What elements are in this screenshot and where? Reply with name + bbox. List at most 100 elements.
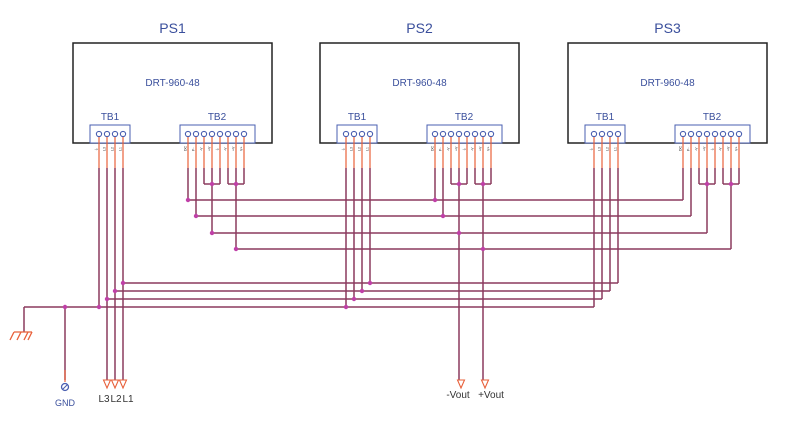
junction-dot — [480, 246, 486, 252]
junction-group — [62, 181, 734, 310]
junction-dot — [193, 213, 199, 219]
tb2-pin-label: -V — [447, 147, 451, 151]
gnd-label: GND — [55, 398, 76, 408]
tb1-pin-label: L2 — [111, 147, 115, 151]
tb1-pin-label: ⏚ — [341, 148, 346, 152]
tb1-label: TB1 — [348, 112, 367, 123]
tb2-pin-label: ⏚ — [710, 148, 715, 152]
power-supply-title: PS1 — [159, 20, 186, 36]
tb1-pin-0 — [95, 130, 103, 138]
tb2-pin-label: -V — [200, 147, 204, 151]
tb1-pin-label: L3 — [350, 147, 354, 151]
tb1-pin-3 — [614, 130, 622, 138]
tb2-pin-2 — [200, 130, 208, 138]
tb1-pin-2 — [111, 130, 119, 138]
junction-dot — [96, 304, 102, 310]
l1-label: L1 — [122, 394, 134, 405]
junction-dot — [704, 181, 710, 187]
tb2-pin-label: ⏚ — [215, 148, 220, 152]
l2-label: L2 — [110, 394, 122, 405]
tb2-pin-label: P- — [687, 147, 691, 151]
symbol-group — [9, 331, 490, 392]
tb1-pin-label: L2 — [606, 147, 610, 151]
tb2-pin-0 — [431, 130, 439, 138]
tb2-pin-6 — [479, 130, 487, 138]
tb1-pin-0 — [590, 130, 598, 138]
tb2-pin-5 — [719, 130, 727, 138]
junction-dot — [367, 280, 373, 286]
junction-dot — [440, 213, 446, 219]
gnd-terminal-slash — [62, 384, 68, 390]
tb1-pin-label: L1 — [366, 147, 370, 151]
junction-dot — [209, 181, 215, 187]
junction-dot — [62, 304, 68, 310]
junction-dot — [209, 230, 215, 236]
tb2-pin-label: V+ — [735, 147, 739, 151]
plus-vout-port-arrow-icon — [480, 379, 490, 390]
l1-port-arrow-icon — [118, 379, 128, 390]
junction-dot — [432, 197, 438, 203]
junction-dot — [185, 197, 191, 203]
tb2-pin-3 — [208, 130, 216, 138]
power-supply-title: PS3 — [654, 20, 681, 36]
tb2-pin-3 — [703, 130, 711, 138]
tb2-pin-4 — [463, 130, 471, 138]
tb1-pin-2 — [358, 130, 366, 138]
tb2-label: TB2 — [208, 112, 227, 123]
tb2-pin-6 — [727, 130, 735, 138]
junction-dot — [104, 296, 110, 302]
tb2-pin-label: +V — [455, 146, 459, 151]
junction-dot — [120, 280, 126, 286]
tb2-pin-label: DC — [184, 145, 188, 151]
tb2-pin-label: +V — [208, 146, 212, 151]
tb2-label: TB2 — [703, 112, 722, 123]
junction-dot — [728, 181, 734, 187]
tb1-pin-1 — [598, 130, 606, 138]
tb2-pin-label: P- — [439, 147, 443, 151]
plus-vout-label: +Vout — [478, 390, 504, 401]
tb1-pin-label: L3 — [103, 147, 107, 151]
junction-dot — [456, 181, 462, 187]
tb2-pin-2 — [447, 130, 455, 138]
chassis-ground-icon — [9, 331, 33, 341]
tb1-pin-3 — [366, 130, 374, 138]
tb1-pin-label: ⏚ — [94, 148, 99, 152]
tb2-pin-2 — [695, 130, 703, 138]
junction-dot — [233, 181, 239, 187]
minus-vout-label: -Vout — [446, 390, 470, 401]
tb2-pin-7 — [240, 130, 248, 138]
tb2-pin-label: ⏚ — [462, 148, 467, 152]
tb1-pin-1 — [103, 130, 111, 138]
tb2-pin-4 — [711, 130, 719, 138]
tb1-pin-0 — [342, 130, 350, 138]
tb2-pin-label: -V — [719, 147, 723, 151]
tb1-label: TB1 — [596, 112, 615, 123]
tb2-pin-label: -V — [695, 147, 699, 151]
wiring-group — [23, 137, 740, 382]
tb1-pin-label: L1 — [614, 147, 618, 151]
tb2-pin-1 — [687, 130, 695, 138]
tb1-pin-label: ⏚ — [589, 148, 594, 152]
tb1-pin-3 — [119, 130, 127, 138]
tb2-pin-label: V+ — [240, 147, 244, 151]
junction-dot — [343, 304, 349, 310]
tb2-pin-0 — [184, 130, 192, 138]
minus-vout-port-arrow-icon — [456, 379, 466, 390]
junction-dot — [359, 288, 365, 294]
power-supply-title: PS2 — [406, 20, 433, 36]
tb2-pin-label: +V — [727, 146, 731, 151]
junction-dot — [456, 230, 462, 236]
tb2-pin-label: -V — [224, 147, 228, 151]
tb2-pin-label: V+ — [487, 147, 491, 151]
tb2-pin-7 — [487, 130, 495, 138]
tb2-pin-1 — [439, 130, 447, 138]
tb1-pin-1 — [350, 130, 358, 138]
tb2-pin-label: DC — [679, 145, 683, 151]
tb1-pin-label: L1 — [119, 147, 123, 151]
tb2-pin-label: +V — [232, 146, 236, 151]
tb2-pin-1 — [192, 130, 200, 138]
model-label: DRT-960-48 — [640, 78, 695, 89]
